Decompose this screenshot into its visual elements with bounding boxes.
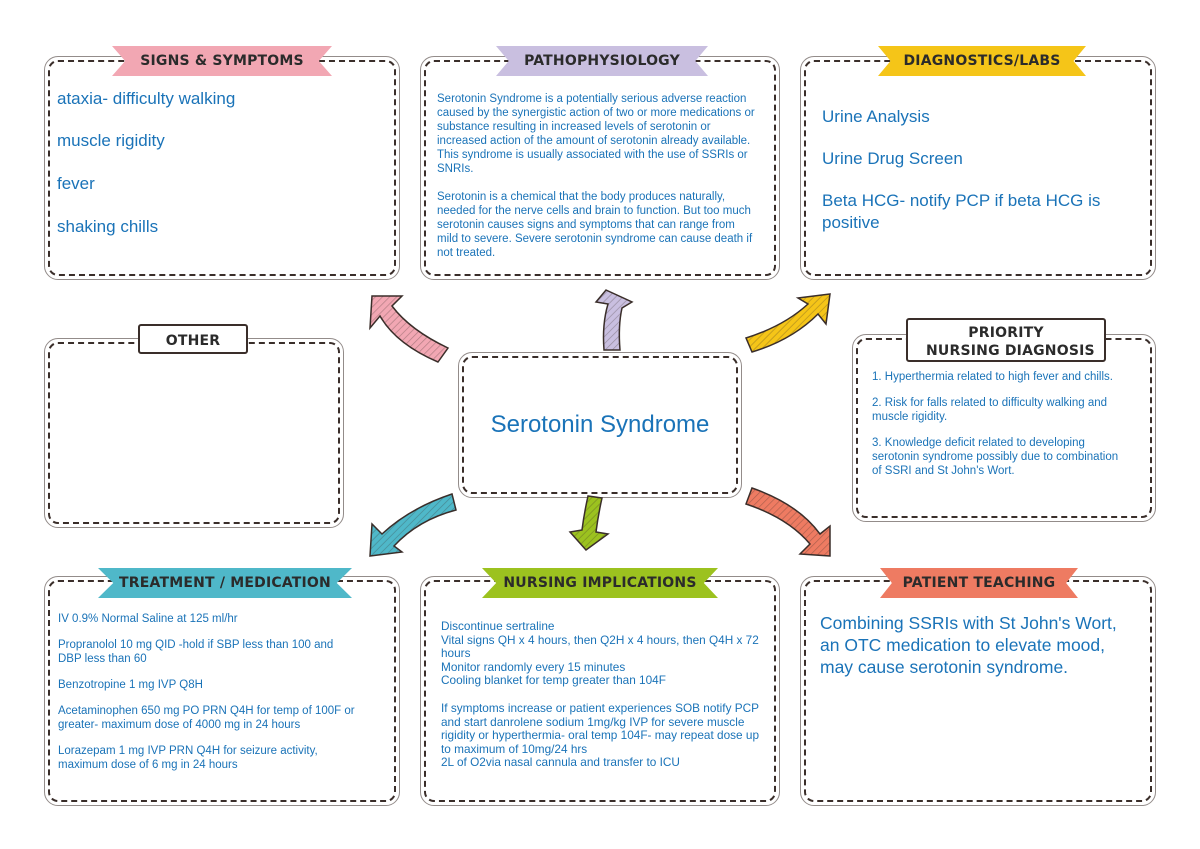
nursing-text: Discontinue sertraline Vital signs QH x … xyxy=(441,619,763,770)
priority-item-2: 2. Risk for falls related to difficulty … xyxy=(872,397,1108,423)
nursing-line-3: Monitor randomly every 15 minutes xyxy=(441,659,626,674)
nursing-line-4: Cooling blanket for temp greater than 10… xyxy=(441,673,666,688)
treatment-list: IV 0.9% Normal Saline at 125 ml/hr Propr… xyxy=(58,612,358,772)
pathophysiology-header: PATHOPHYSIOLOGY xyxy=(496,46,708,76)
priority-header: PRIORITY NURSING DIAGNOSIS xyxy=(906,318,1106,362)
other-header: OTHER xyxy=(138,324,248,354)
patho-para-2: Serotonin is a chemical that the body pr… xyxy=(437,191,753,259)
treatment-item-3: Benzotropine 1 mg IVP Q8H xyxy=(58,679,203,691)
signs-item-1: ataxia- difficulty walking xyxy=(57,89,236,108)
signs-list: ataxia- difficulty walking muscle rigidi… xyxy=(57,88,387,238)
nursing-para-b: If symptoms increase or patient experien… xyxy=(441,700,760,756)
priority-item-1: 1. Hyperthermia related to high fever an… xyxy=(872,371,1113,383)
priority-header-line-2: NURSING DIAGNOSIS xyxy=(926,343,1095,359)
diagnostics-list: Urine Analysis Urine Drug Screen Beta HC… xyxy=(822,106,1144,234)
treatment-item-5: Lorazepam 1 mg IVP PRN Q4H for seizure a… xyxy=(58,745,318,771)
patho-text: Serotonin Syndrome is a potentially seri… xyxy=(437,92,757,260)
arrow-patho xyxy=(594,289,634,351)
diagnostics-header: DIAGNOSTICS/LABS xyxy=(878,46,1086,76)
nursing-line-1: Discontinue sertraline xyxy=(441,619,555,633)
diag-item-3: Beta HCG- notify PCP if beta HCG is posi… xyxy=(822,191,1101,232)
priority-item-3: 3. Knowledge deficit related to developi… xyxy=(872,437,1119,477)
signs-symptoms-header: SIGNS & SYMPTOMS xyxy=(112,46,332,76)
other-box xyxy=(44,338,344,528)
treatment-item-2: Propranolol 10 mg QID -hold if SBP less … xyxy=(58,639,334,665)
teaching-text: Combining SSRIs with St John's Wort, an … xyxy=(820,613,1117,677)
arrow-diag xyxy=(744,293,831,353)
nursing-line-2: Vital signs QH x 4 hours, then Q2H x 4 h… xyxy=(441,632,759,661)
priority-header-line-1: PRIORITY xyxy=(968,325,1044,341)
diag-item-1: Urine Analysis xyxy=(822,107,930,126)
arrow-signs xyxy=(369,295,450,363)
signs-item-4: shaking chills xyxy=(57,217,159,236)
arrow-teaching xyxy=(745,487,831,557)
diag-item-2: Urine Drug Screen xyxy=(822,149,963,168)
center-title: Serotonin Syndrome xyxy=(490,411,710,438)
arrow-nursing xyxy=(568,495,610,552)
treatment-item-1: IV 0.9% Normal Saline at 125 ml/hr xyxy=(58,613,238,625)
signs-item-2: muscle rigidity xyxy=(57,131,165,150)
treatment-item-4: Acetaminophen 650 mg PO PRN Q4H for temp… xyxy=(58,705,355,731)
arrow-treatment xyxy=(369,493,457,557)
signs-item-3: fever xyxy=(57,174,95,193)
priority-list: 1. Hyperthermia related to high fever an… xyxy=(872,370,1124,478)
patho-para-1: Serotonin Syndrome is a potentially seri… xyxy=(437,93,755,175)
treatment-header: TREATMENT / MEDICATION xyxy=(98,568,352,598)
nursing-line-c: 2L of O2via nasal cannula and transfer t… xyxy=(441,755,680,770)
teaching-header: PATIENT TEACHING xyxy=(880,568,1078,598)
nursing-header: NURSING IMPLICATIONS xyxy=(482,568,718,598)
